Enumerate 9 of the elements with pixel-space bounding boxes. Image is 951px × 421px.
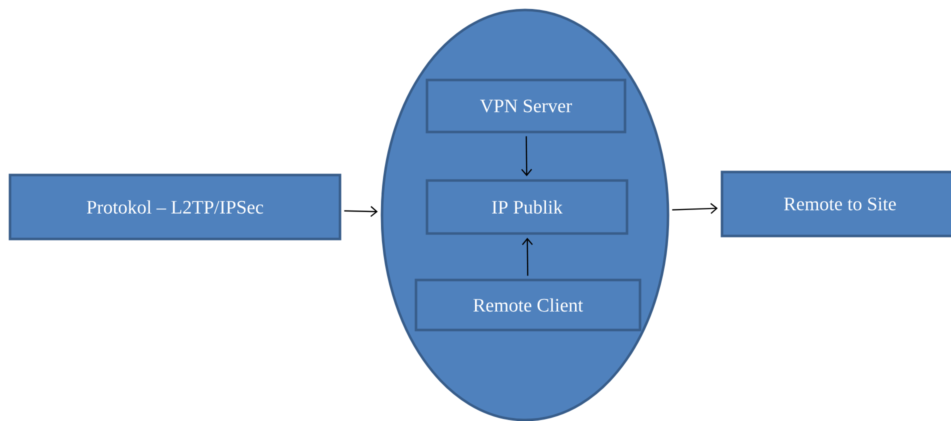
process-box: Protokol – L2TP/IPSec — [8, 174, 342, 240]
arrow — [344, 206, 378, 217]
process-box: VPN Server — [426, 78, 626, 134]
process-box: IP Publik — [426, 179, 628, 235]
arrow — [522, 238, 533, 276]
arrow — [672, 203, 718, 214]
process-box: Remote Client — [414, 278, 642, 332]
process-box: Remote to Site — [720, 170, 951, 238]
arrow — [521, 136, 532, 176]
